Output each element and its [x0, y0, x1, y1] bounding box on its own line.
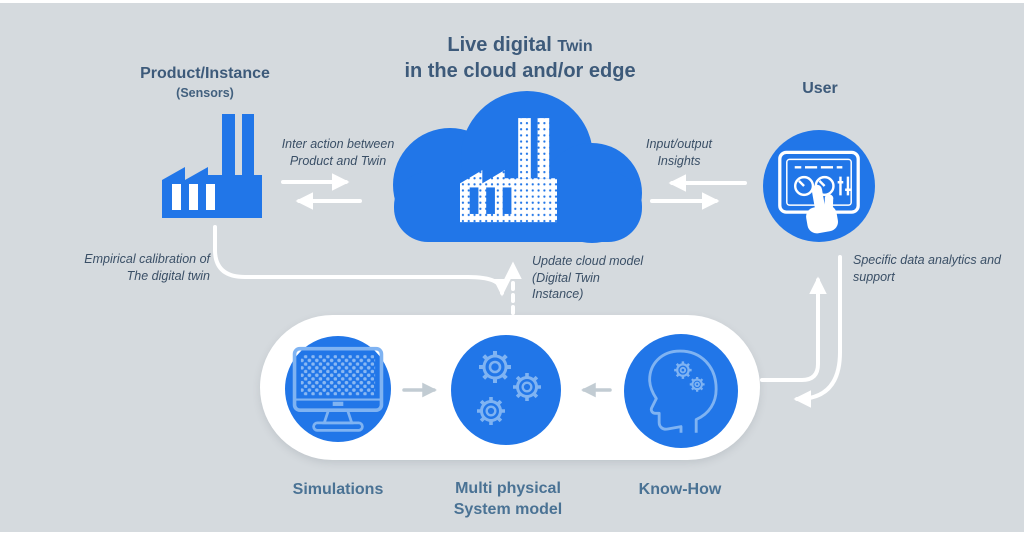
annotation-interaction: Inter action between Product and Twin — [281, 137, 395, 168]
product-instance-label: Product/Instance — [140, 65, 270, 82]
knowhow-node — [624, 334, 738, 448]
annotation-update-cloud-model: Update cloud model (Digital Twin Instanc… — [532, 254, 644, 301]
multiphysical-label: Multi physical System model — [453, 480, 563, 518]
arrow-product-to-pill-curved — [213, 225, 511, 297]
user-label: User — [802, 80, 838, 97]
dotted-factory-icon — [460, 118, 557, 223]
arrow-pill-to-user — [760, 276, 827, 382]
user-node — [763, 130, 875, 242]
head-gears-icon — [648, 349, 718, 433]
title-line1: Live digital Twin — [447, 34, 593, 56]
bottom-edge-strip — [0, 532, 1024, 536]
arrow-user-to-pill — [793, 255, 842, 408]
factory-icon — [162, 114, 262, 218]
annotation-input-output: Input/output Insights — [645, 137, 713, 168]
multiphysical-node — [451, 335, 561, 445]
control-panel-hand-icon — [778, 150, 860, 234]
knowhow-label: Know-How — [638, 481, 722, 498]
monitor-icon — [292, 346, 384, 432]
simulations-label: Simulations — [292, 481, 384, 498]
pointing-hand-icon — [806, 184, 839, 234]
annotation-specific-analytics: Specific data analytics and support — [853, 253, 1002, 284]
sensors-sublabel: (Sensors) — [176, 86, 234, 100]
top-edge-strip — [0, 0, 1024, 3]
gears-icon — [477, 351, 541, 425]
simulations-node — [285, 336, 391, 442]
page-title: Live digital Twin in the cloud and/or ed… — [320, 33, 720, 83]
title-line2: in the cloud and/or edge — [404, 60, 636, 82]
annotation-empirical-calibration: Empirical calibration of The digital twi… — [84, 252, 210, 283]
